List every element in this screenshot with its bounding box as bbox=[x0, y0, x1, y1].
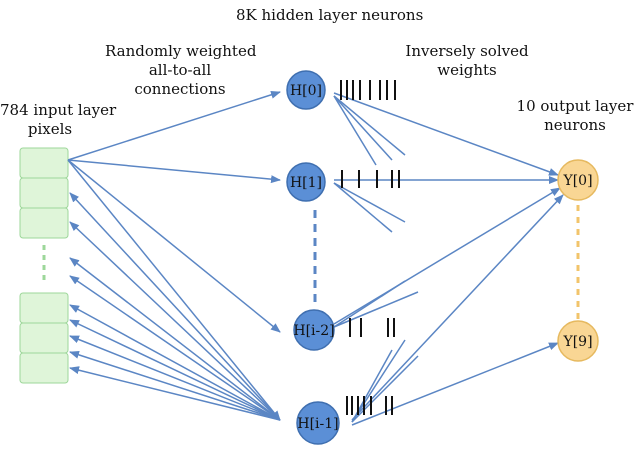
fan-line bbox=[333, 95, 406, 156]
hidden-neuron-hi2: H[i-2] bbox=[293, 309, 335, 351]
hidden-neuron-h1: H[1] bbox=[286, 162, 326, 202]
fan-line bbox=[333, 291, 419, 328]
hidden-neuron-hi1: H[i-1] bbox=[296, 401, 340, 445]
hidden-input-arrow bbox=[69, 192, 281, 421]
hidden-neuron-label: H[0] bbox=[290, 83, 322, 99]
hidden-neuron-circle bbox=[286, 70, 326, 110]
hidden-input-arrow bbox=[69, 319, 281, 421]
random-weights-label-line1: Randomly weighted bbox=[105, 42, 257, 60]
hidden-input-arrow bbox=[69, 257, 281, 421]
hidden-input-arrow bbox=[69, 350, 281, 421]
input-cell bbox=[19, 177, 69, 209]
output-neuron-circle bbox=[557, 159, 599, 201]
fan-line bbox=[333, 182, 406, 223]
output-layer-label-line1: 10 output layer bbox=[516, 97, 634, 115]
input-layer-label-line1: 784 input layer bbox=[0, 101, 117, 119]
hidden-neuron-label: H[1] bbox=[290, 175, 322, 191]
inverse-weights-label-line1: Inversely solved bbox=[405, 42, 529, 60]
fan-line bbox=[333, 95, 377, 166]
input-layer-label-line2: pixels bbox=[27, 120, 73, 138]
hidden-neuron-circle bbox=[286, 162, 326, 202]
hidden-output-arrow bbox=[351, 342, 559, 426]
diagram-title: 8K hidden layer neurons bbox=[236, 6, 424, 24]
hidden-output-arrow bbox=[333, 187, 561, 325]
input-cell bbox=[19, 147, 69, 179]
inverse-weights-label-line2: weights bbox=[437, 61, 497, 79]
input-layer bbox=[19, 147, 69, 384]
hidden-output-arrow bbox=[333, 92, 559, 176]
hidden-input-arrow bbox=[69, 221, 281, 421]
hidden-input-arrow bbox=[69, 366, 281, 421]
hidden-neuron-h0: H[0] bbox=[286, 70, 326, 110]
output-neuron-y0: Y[0] bbox=[557, 159, 599, 201]
hidden-neuron-label: H[i-1] bbox=[297, 416, 338, 432]
input-hidden-arrow bbox=[67, 90, 281, 161]
fan-line bbox=[333, 182, 393, 233]
fan-line bbox=[351, 339, 406, 423]
input-hidden-arrow bbox=[67, 159, 281, 333]
hidden-input-arrow bbox=[69, 304, 281, 421]
input-hidden-arrow bbox=[67, 159, 281, 184]
output-neuron-label: Y[9] bbox=[562, 334, 592, 350]
hidden-input-arrow bbox=[69, 275, 281, 421]
random-weights-label-line2: all-to-all bbox=[148, 61, 212, 79]
input-cell bbox=[19, 352, 69, 384]
hidden-input-arrow bbox=[69, 335, 281, 421]
output-neuron-y9: Y[9] bbox=[557, 320, 599, 362]
output-neuron-label: Y[0] bbox=[562, 173, 592, 189]
input-cell bbox=[19, 292, 69, 324]
random-weights-label-line3: connections bbox=[134, 80, 226, 98]
input-cell bbox=[19, 322, 69, 354]
output-neuron-circle bbox=[557, 320, 599, 362]
hidden-output-arrow bbox=[351, 194, 564, 421]
output-layer-label-line2: neurons bbox=[544, 116, 606, 134]
fan-line bbox=[333, 280, 406, 328]
weight-bars bbox=[340, 80, 400, 415]
input-hidden-arrow bbox=[67, 159, 281, 421]
connections bbox=[67, 90, 564, 426]
fan-line bbox=[333, 95, 393, 161]
hidden-neuron-circle bbox=[296, 401, 340, 445]
hidden-neuron-circle bbox=[293, 309, 335, 351]
input-cell bbox=[19, 207, 69, 239]
hidden-neuron-label: H[i-2] bbox=[293, 323, 334, 339]
